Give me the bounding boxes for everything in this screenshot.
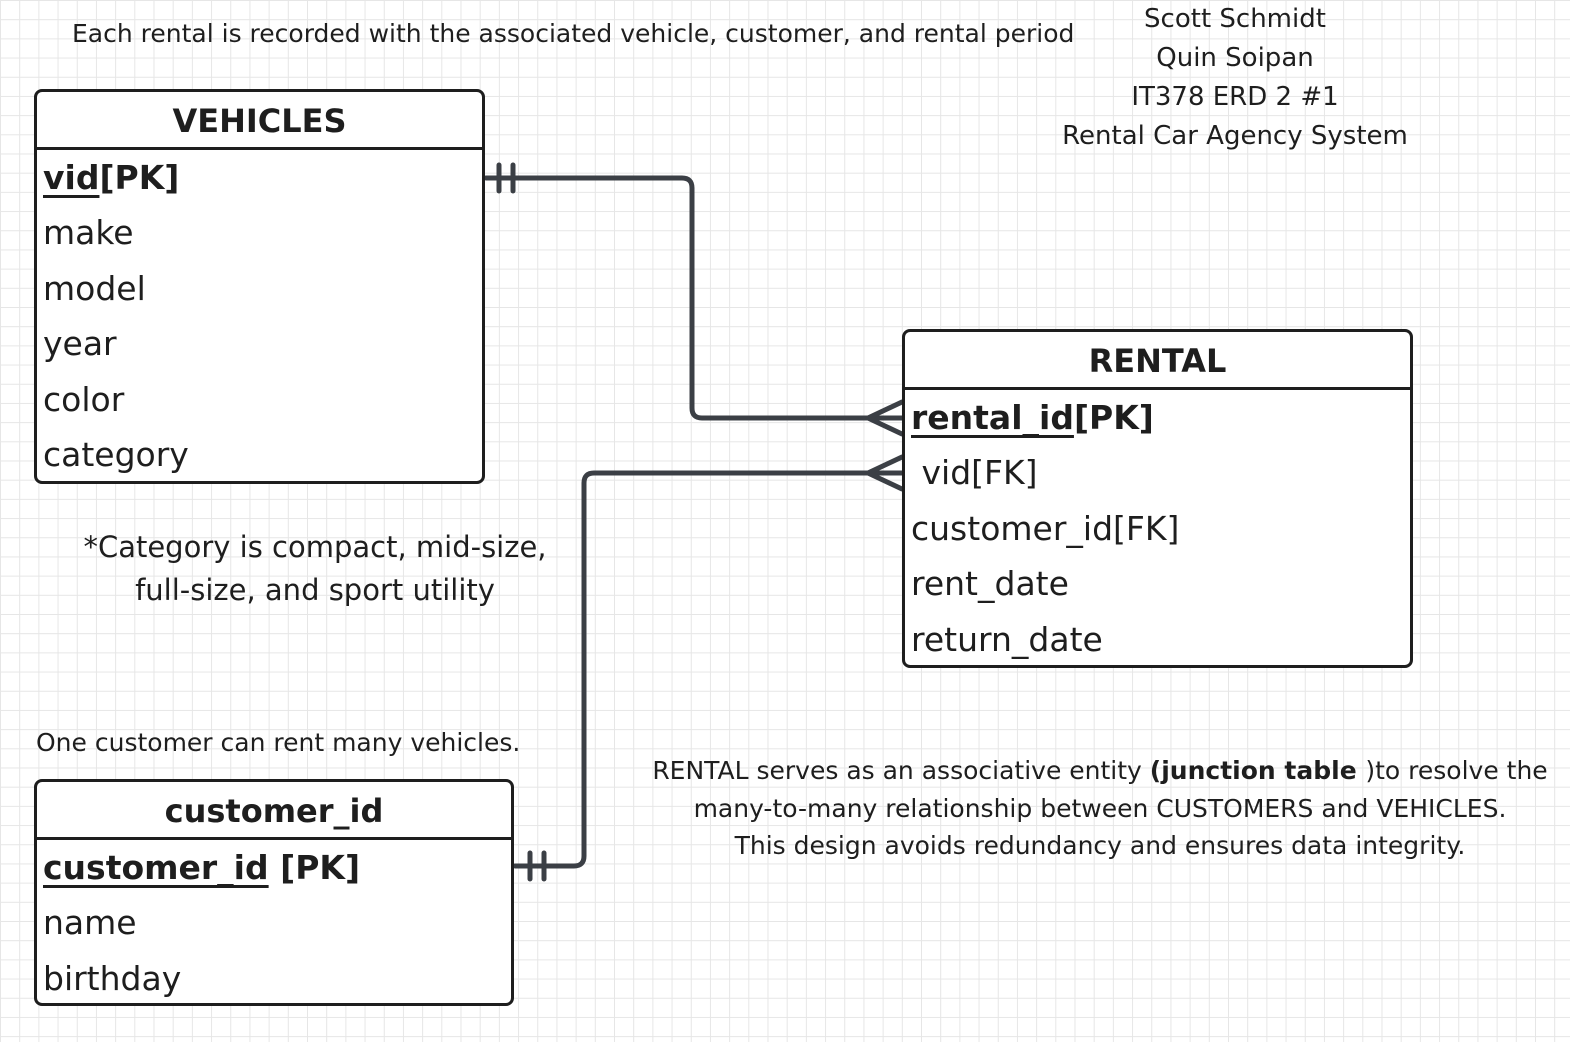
entity-title: customer_id bbox=[37, 782, 511, 840]
customer-rental-link[interactable] bbox=[512, 470, 905, 869]
vehicles-entity[interactable]: VEHICLES vid[PK] make model year color c… bbox=[34, 89, 485, 484]
primary-key-attribute: rental_id[PK] bbox=[911, 398, 1154, 437]
customer-entity[interactable]: customer_id customer_id [PK] name birthd… bbox=[34, 779, 514, 1006]
primary-key-attribute: vid[PK] bbox=[43, 158, 180, 197]
author-name: Quin Soipan bbox=[1156, 43, 1314, 73]
rental-entity[interactable]: RENTAL rental_id[PK] vid[FK] customer_id… bbox=[902, 329, 1413, 668]
category-note: *Category is compact, mid-size, full-siz… bbox=[83, 530, 547, 607]
foreign-key-attribute: customer_id[FK] bbox=[911, 508, 1180, 548]
system-title: Rental Car Agency System bbox=[1062, 121, 1408, 151]
rental-note: RENTAL serves as an associative entity (… bbox=[652, 756, 1548, 860]
foreign-key-attribute: vid[FK] bbox=[911, 453, 1038, 493]
attribute: category bbox=[43, 434, 189, 474]
attribute: make bbox=[43, 213, 134, 253]
primary-key-attribute: customer_id [PK] bbox=[43, 848, 361, 887]
attribute: name bbox=[43, 903, 137, 943]
attribute: birthday bbox=[43, 958, 182, 998]
diagram-description: Each rental is recorded with the associa… bbox=[72, 19, 1075, 48]
customer-note: One customer can rent many vehicles. bbox=[36, 728, 521, 757]
attribute: year bbox=[43, 324, 117, 364]
crowfoot-many-mark bbox=[865, 454, 905, 492]
attribute: rent_date bbox=[911, 564, 1069, 604]
course-label: IT378 ERD 2 #1 bbox=[1131, 82, 1339, 112]
author-block: Scott Schmidt Quin Soipan IT378 ERD 2 #1… bbox=[1040, 0, 1430, 156]
attribute: color bbox=[43, 379, 125, 419]
attribute: return_date bbox=[911, 619, 1103, 659]
attribute: model bbox=[43, 268, 146, 308]
vehicle-rental-link[interactable] bbox=[483, 175, 905, 421]
entity-title: RENTAL bbox=[905, 332, 1410, 390]
entity-title: VEHICLES bbox=[37, 92, 482, 150]
crowfoot-many-mark bbox=[865, 399, 905, 437]
author-name: Scott Schmidt bbox=[1144, 4, 1326, 34]
